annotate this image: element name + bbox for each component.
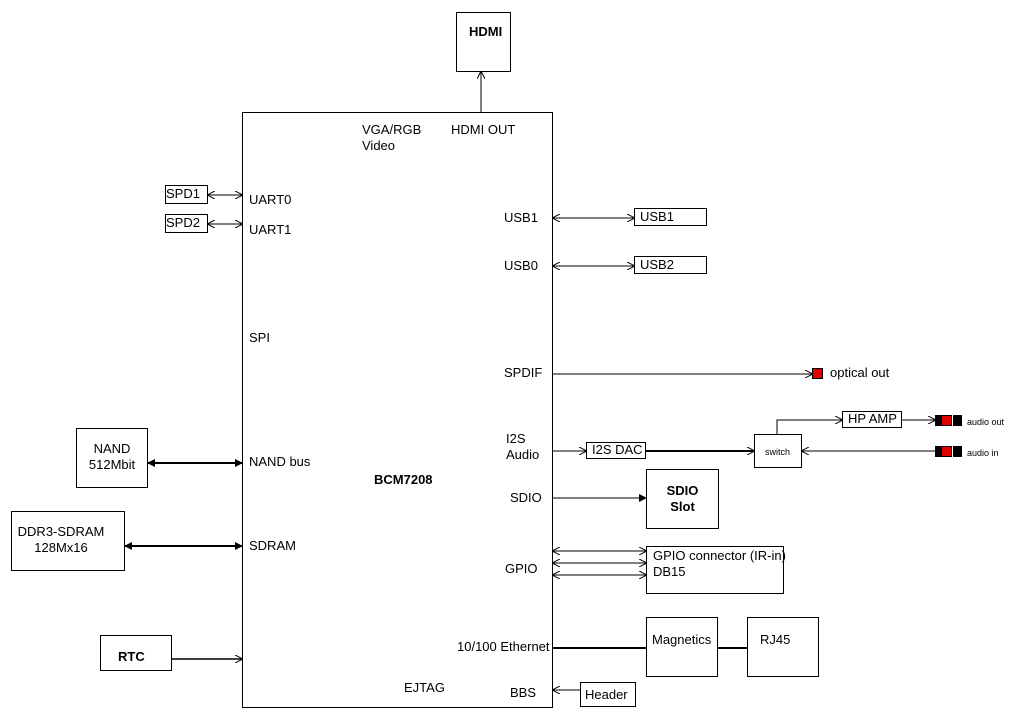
spd2-label: SPD2 bbox=[166, 215, 200, 230]
port-spdif: SPDIF bbox=[504, 365, 543, 380]
hp-amp-block bbox=[842, 411, 902, 428]
port-bbs: BBS bbox=[510, 685, 537, 700]
i2s-dac-block bbox=[586, 442, 646, 459]
hp-amp-label: HP AMP bbox=[848, 411, 897, 426]
port-sdram: SDRAM bbox=[249, 538, 296, 553]
audio-out-connector bbox=[941, 415, 952, 426]
audio-in-jack-black bbox=[935, 446, 944, 457]
audio-out-jack-black bbox=[935, 415, 944, 426]
port-vga: VGA/RGB Video bbox=[362, 122, 422, 153]
header-label: Header bbox=[585, 687, 628, 702]
usb2-label: USB2 bbox=[640, 257, 674, 272]
sdio-slot-label: SDIO Slot bbox=[666, 483, 699, 514]
i2s-dac-label: I2S DAC bbox=[592, 442, 643, 457]
nand-label: NAND 512Mbit bbox=[88, 441, 136, 472]
audio-out-jack-black-right bbox=[953, 415, 962, 426]
usb2-block bbox=[634, 256, 707, 274]
port-usb1: USB1 bbox=[504, 210, 538, 225]
hdmi-label: HDMI bbox=[469, 24, 503, 39]
chip-name: BCM7208 bbox=[374, 472, 433, 487]
audio-out-label: audio out bbox=[967, 417, 1005, 427]
usb1-block bbox=[634, 208, 707, 226]
rj45-label: RJ45 bbox=[760, 632, 791, 647]
optical-out-connector bbox=[812, 368, 823, 379]
sdio-slot-block bbox=[646, 469, 719, 529]
port-spi: SPI bbox=[249, 330, 270, 345]
magnetics-block bbox=[646, 617, 718, 677]
switch-hpamp-link bbox=[776, 420, 842, 434]
port-ethernet: 10/100 Ethernet bbox=[457, 639, 550, 654]
port-uart1: UART1 bbox=[249, 222, 292, 237]
port-usb0: USB0 bbox=[504, 258, 538, 273]
audio-in-label: audio in bbox=[967, 448, 999, 458]
audio-in-connector bbox=[941, 446, 952, 457]
audio-in-jack-black-right bbox=[953, 446, 962, 457]
magnetics-label: Magnetics bbox=[652, 632, 712, 647]
port-ejtag: EJTAG bbox=[404, 680, 445, 695]
nand-block bbox=[76, 428, 148, 488]
rtc-block bbox=[100, 635, 172, 671]
spd1-block bbox=[165, 185, 208, 204]
switch-block bbox=[754, 434, 802, 468]
spd2-block bbox=[165, 214, 208, 233]
spd1-label: SPD1 bbox=[166, 186, 200, 201]
header-block bbox=[580, 682, 636, 707]
usb1-label: USB1 bbox=[640, 209, 674, 224]
ddr3-label: DDR3-SDRAM 128Mx16 bbox=[17, 524, 105, 555]
rj45-block bbox=[747, 617, 819, 677]
port-gpio: GPIO bbox=[505, 561, 538, 576]
port-uart0: UART0 bbox=[249, 192, 292, 207]
gpio-connector-block bbox=[646, 546, 784, 594]
port-nand-bus: NAND bus bbox=[249, 454, 311, 469]
chip-block bbox=[242, 112, 553, 708]
port-sdio: SDIO bbox=[510, 490, 542, 505]
port-i2s: I2S Audio bbox=[506, 431, 540, 462]
ddr3-block bbox=[11, 511, 125, 571]
hdmi-block bbox=[456, 12, 511, 72]
rtc-label: RTC bbox=[118, 649, 145, 664]
gpio-connector-label: GPIO connector (IR-in) DB15 bbox=[653, 548, 786, 579]
port-hdmi-out: HDMI OUT bbox=[451, 122, 516, 137]
switch-label: switch bbox=[765, 447, 791, 457]
optical-out-label: optical out bbox=[830, 365, 890, 380]
